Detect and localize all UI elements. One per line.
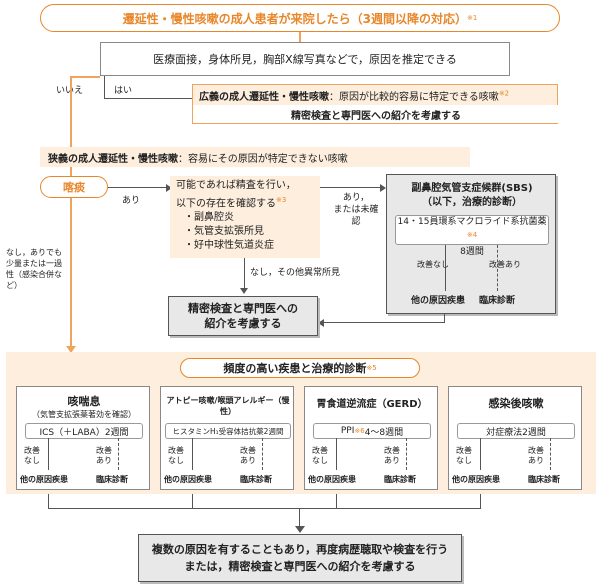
disease-3-note: ※6 [354,427,365,435]
disease-box-4: 感染後咳嗽 対症療法2週間 [448,386,582,490]
sbs-other: 他の原因疾患 [411,296,466,306]
confirm-item-1: ・副鼻腔炎 [184,212,234,224]
sbs-no-improve: 改善なし [417,260,449,269]
label-nashi-side: なし，ありでも少量または一過性（感染合併など） [6,248,62,290]
b2-other: 他の原因疾患 [164,475,212,484]
b4-no: 改善なし [456,446,472,465]
sbs-drug: 14・15員環系マクロライド系抗菌薬 [397,217,547,227]
broad-note: ※2 [498,89,510,98]
confirm-item-3: ・好中球性気道炎症 [184,240,274,252]
b2-clinical: 臨床診断 [240,475,272,484]
disease-4-treat: 対症療法2週間 [457,423,575,439]
b3-clinical: 臨床診断 [384,475,416,484]
step1-text: 医療面接，身体所見，胸部X線写真などで，原因を推定できる [153,53,457,66]
narrow-desc: ：容易にその原因が特定できない咳嗽 [178,153,348,165]
disease-1-name: 咳喘息 [67,395,101,408]
title-note: ※1 [467,14,478,22]
narrow-heading: 狭義の成人遷延性・慢性咳嗽 [48,153,178,165]
b4-clinical: 臨床診断 [528,475,560,484]
label-ari-or-2: または未確認 [333,205,379,227]
sbs-improve: 改善あり [489,260,521,269]
disease-2-treat: ヒスタミンH₁受容体拮抗薬2週間 [165,423,291,439]
b3-other: 他の原因疾患 [308,475,356,484]
final-line1: 複数の原因を有することもあり，再度病歴聴取や検査を行う [151,543,449,556]
disease-box-1: 咳喘息 （気管支拡張薬著効を確認） ICS（＋LABA）2週間 [16,386,150,490]
b1-yes: 改善あり [96,446,112,465]
sbs-drug-box: 14・15員環系マクロライド系抗菌薬 ※4 8週間 [395,215,549,257]
label-nashi-other: なし，その他異常所見 [250,268,341,278]
refer-line1: 精密検査と専門医への [188,302,298,315]
confirm-item-2: ・気管支拡張所見 [184,226,264,238]
b2-yes: 改善あり [240,446,256,465]
label-ari: あり [122,196,141,206]
confirm-line2: 以下の存在を確認する [176,198,276,210]
b1-no: 改善なし [24,446,40,465]
b1-other: 他の原因疾患 [20,475,68,484]
disease-3-treat: PPI [340,426,355,436]
step1-box: 医療面接，身体所見，胸部X線写真などで，原因を推定できる [100,42,510,76]
b1-clinical: 臨床診断 [96,475,128,484]
confirm-line1: 可能であれば精査を行い， [176,180,296,191]
b4-other: 他の原因疾患 [452,475,500,484]
broad-desc: ：原因が比較的容易に特定できる咳嗽 [329,92,499,103]
freq-title: 頻度の高い疾患と治療的診断 [223,362,367,375]
sbs-box: 副鼻腔気管支症候群(SBS) （以下，治療的診断） 14・15員環系マクロライド… [386,174,556,314]
b3-yes: 改善あり [384,446,400,465]
broad-box: 広義の成人遷延性・慢性咳嗽：原因が比較的容易に特定できる咳嗽※2 精密検査と専門… [192,84,559,124]
b3-no: 改善なし [312,446,328,465]
confirm-box: 可能であれば精査を行い， 以下の存在を確認する※3 ・副鼻腔炎 ・気管支拡張所見… [170,176,320,258]
freq-title-box: 頻度の高い疾患と治療的診断※5 [180,358,420,378]
freq-note: ※5 [366,364,377,372]
title-text: 遷延性・慢性咳嗽の成人患者が来院したら（3週間以降の対応） [122,11,468,26]
broad-heading: 広義の成人遷延性・慢性咳嗽 [199,92,329,103]
disease-2-name: アトピー咳嗽/喉頭アレルギー（慢性） [166,396,290,416]
final-box: 複数の原因を有することもあり，再度病歴聴取や検査を行う または，精密検査と専門医… [138,534,462,582]
sbs-duration: 8週間 [460,247,484,257]
b2-no: 改善なし [168,446,184,465]
sbs-clinical: 臨床診断 [479,296,516,306]
sputum-text: 喀痰 [63,181,85,194]
sbs-title2: （以下，治療的診断） [422,197,522,208]
sputum-box: 喀痰 [40,176,108,198]
narrow-box: 狭義の成人遷延性・慢性咳嗽：容易にその原因が特定できない咳嗽 [40,147,470,167]
disease-3-name: 胃食道逆流症（GERD） [316,399,428,410]
title-box: 遷延性・慢性咳嗽の成人患者が来院したら（3週間以降の対応）※1 [40,4,560,32]
label-yes: はい [114,86,133,96]
b4-yes: 改善あり [528,446,544,465]
sbs-title1: 副鼻腔気管支症候群(SBS) [411,183,533,194]
sbs-note: ※4 [466,231,478,239]
broad-refer: 精密検査と専門医への紹介を考慮する [193,105,559,123]
refer-line2: 紹介を考慮する [204,317,282,330]
disease-3-treat2: 4〜8週間 [364,427,404,438]
disease-1-sub: （気管支拡張薬著効を確認） [32,410,136,419]
disease-4-name: 感染後咳嗽 [488,397,544,410]
confirm-note: ※3 [276,196,287,204]
label-ari-or-1: あり， [342,193,370,203]
label-no: いいえ [56,83,83,96]
disease-1-treat: ICS（＋LABA）2週間 [25,423,143,439]
refer-box: 精密検査と専門医への 紹介を考慮する [168,296,318,336]
final-line2: または，精密検査と専門医への紹介を考慮する [184,560,416,573]
disease-box-2: アトピー咳嗽/喉頭アレルギー（慢性） ヒスタミンH₁受容体拮抗薬2週間 [160,386,294,490]
